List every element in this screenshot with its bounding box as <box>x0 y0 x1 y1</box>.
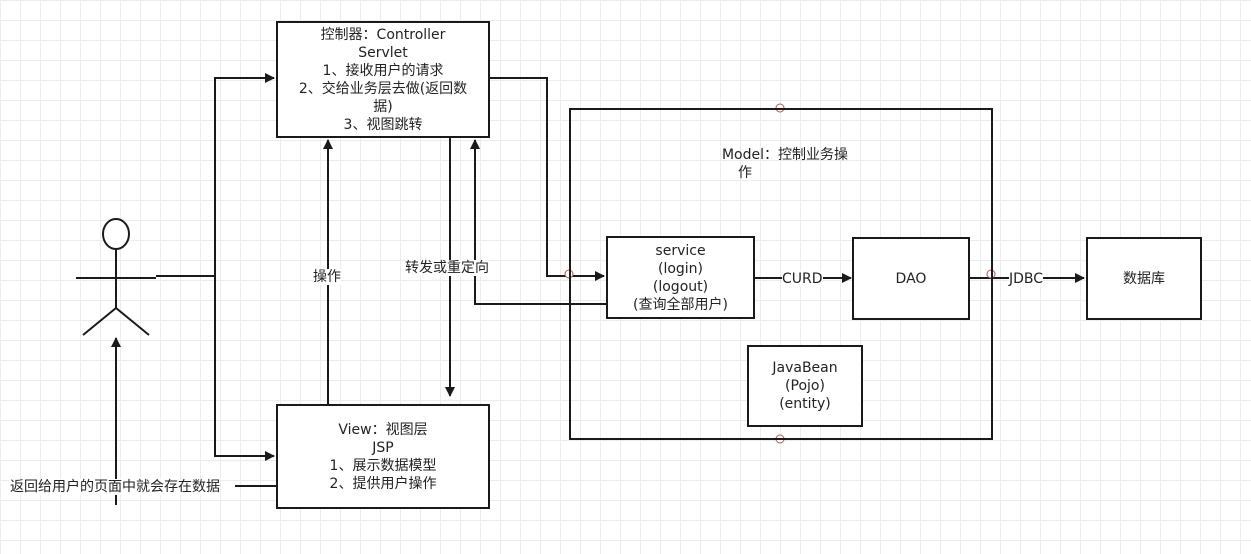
edge-label-return: 返回给用户的页面中就会存在数据 <box>10 479 220 495</box>
dao-label: DAO <box>895 270 927 287</box>
model-title-line-2: 作 <box>738 165 752 181</box>
controller-line-6: 3、视图跳转 <box>343 116 423 133</box>
user-actor-icon <box>76 218 156 336</box>
service-line-1: service <box>655 242 706 259</box>
controller-line-5: 据) <box>373 98 393 115</box>
edge-label-operate: 操作 <box>313 269 341 285</box>
model-title-line-1: Model：控制业务操 <box>721 147 849 163</box>
controller-line-3: 1、接收用户的请求 <box>322 62 444 79</box>
dao-box[interactable]: DAO <box>852 237 970 320</box>
javabean-line-3: (entity) <box>779 396 831 412</box>
javabean-box[interactable]: JavaBean (Pojo) (entity) <box>747 345 863 427</box>
view-line-2: JSP <box>372 439 394 456</box>
controller-box[interactable]: 控制器：Controller Servlet 1、接收用户的请求 2、交给业务层… <box>276 21 490 138</box>
javabean-line-2: (Pojo) <box>785 378 825 394</box>
database-label: 数据库 <box>1123 270 1165 287</box>
edge-label-curd: CURD <box>782 271 823 287</box>
view-line-4: 2、提供用户操作 <box>329 475 437 492</box>
edge-label-forward: 转发或重定向 <box>405 260 489 276</box>
controller-line-1: 控制器：Controller <box>320 26 446 43</box>
database-box[interactable]: 数据库 <box>1086 237 1202 320</box>
model-title: Model：控制业务操 作 <box>710 146 860 182</box>
view-line-3: 1、展示数据模型 <box>329 457 437 474</box>
view-line-1: View：视图层 <box>338 421 428 438</box>
controller-line-2: Servlet <box>358 44 408 61</box>
controller-line-4: 2、交给业务层去做(返回数 <box>298 80 468 97</box>
service-line-2: (login) <box>657 260 704 277</box>
service-box[interactable]: service (login) (logout) (查询全部用户) <box>606 236 755 319</box>
edge-label-jdbc: JDBC <box>1009 271 1044 287</box>
model-container[interactable] <box>569 108 993 440</box>
javabean-line-1: JavaBean <box>772 360 838 376</box>
service-line-3: (logout) <box>652 278 709 295</box>
view-box[interactable]: View：视图层 JSP 1、展示数据模型 2、提供用户操作 <box>276 404 490 509</box>
service-line-4: (查询全部用户) <box>633 296 728 313</box>
